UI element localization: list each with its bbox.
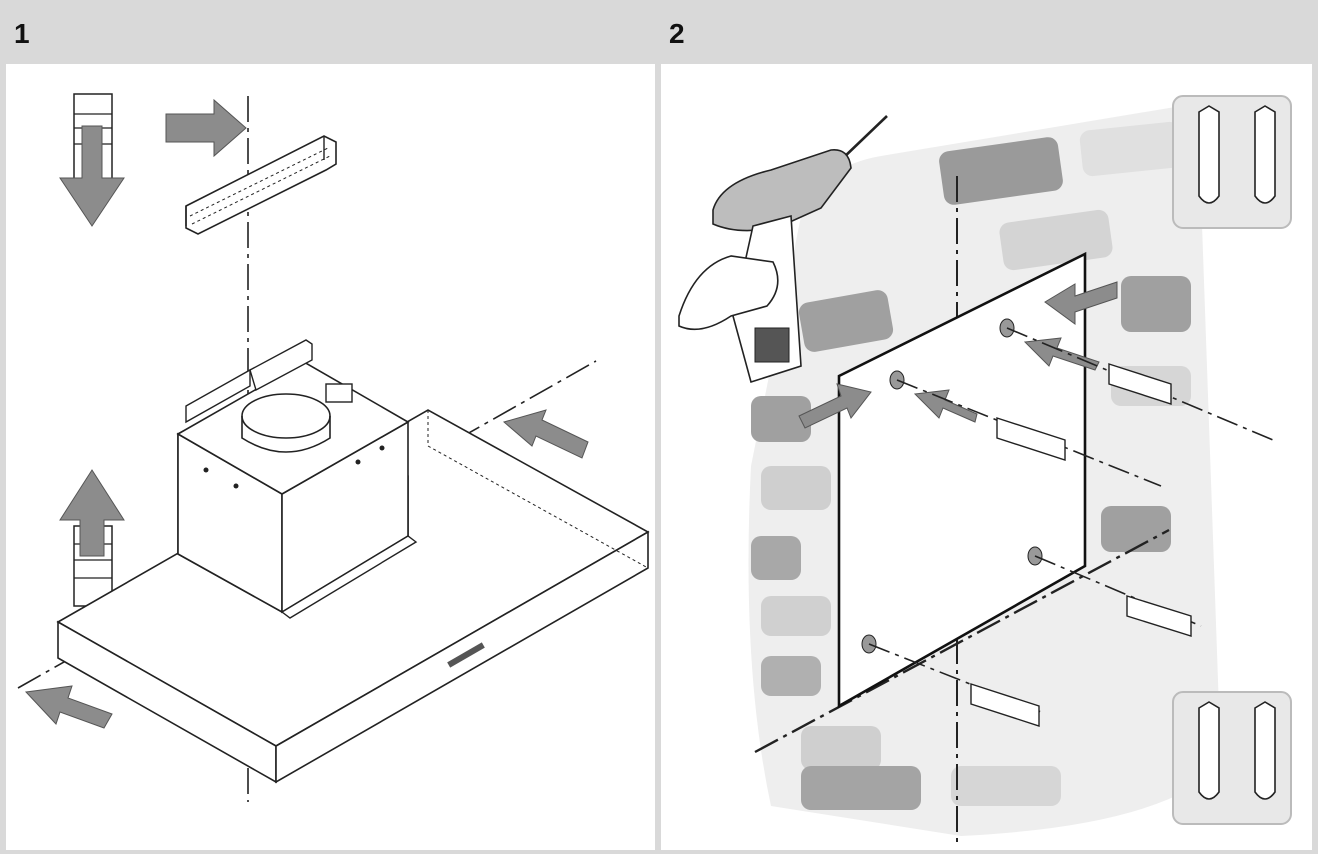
arrow-right-icon — [798, 383, 872, 429]
arrow-right-icon — [165, 98, 247, 158]
diagonal-axis-line — [17, 360, 597, 689]
plug-icon-box-top — [1172, 95, 1292, 229]
step-number-2: 2 — [669, 18, 685, 49]
step-panel-1: 1 — [6, 4, 655, 850]
arrow-up-icon — [59, 469, 125, 557]
arrow-left-icon — [24, 685, 113, 729]
arrow-left-icon — [913, 389, 978, 423]
step-number-1: 1 — [14, 18, 30, 49]
bracket-icon — [185, 135, 337, 235]
step-panel-2: 2 — [661, 4, 1312, 850]
drill-icon — [678, 115, 888, 384]
horizontal-axis-line — [754, 528, 1170, 754]
arrow-left-icon — [1023, 337, 1100, 371]
arrow-down-icon — [59, 125, 125, 227]
step-header-2: 2 — [661, 4, 1312, 64]
hood-assembly-diagram — [17, 93, 650, 802]
step-illustration-1 — [6, 66, 655, 850]
hood-body-diagram — [56, 339, 650, 784]
wall-plug-icon — [970, 363, 1192, 727]
arrow-left-icon — [1044, 281, 1118, 325]
arrow-left-icon — [502, 409, 589, 459]
step-illustration-2 — [661, 66, 1312, 850]
wall-mounting-diagram — [678, 95, 1292, 846]
plug-icon-box-bottom — [1172, 691, 1292, 825]
step-header-1: 1 — [6, 4, 655, 64]
mounting-template — [837, 251, 1087, 709]
